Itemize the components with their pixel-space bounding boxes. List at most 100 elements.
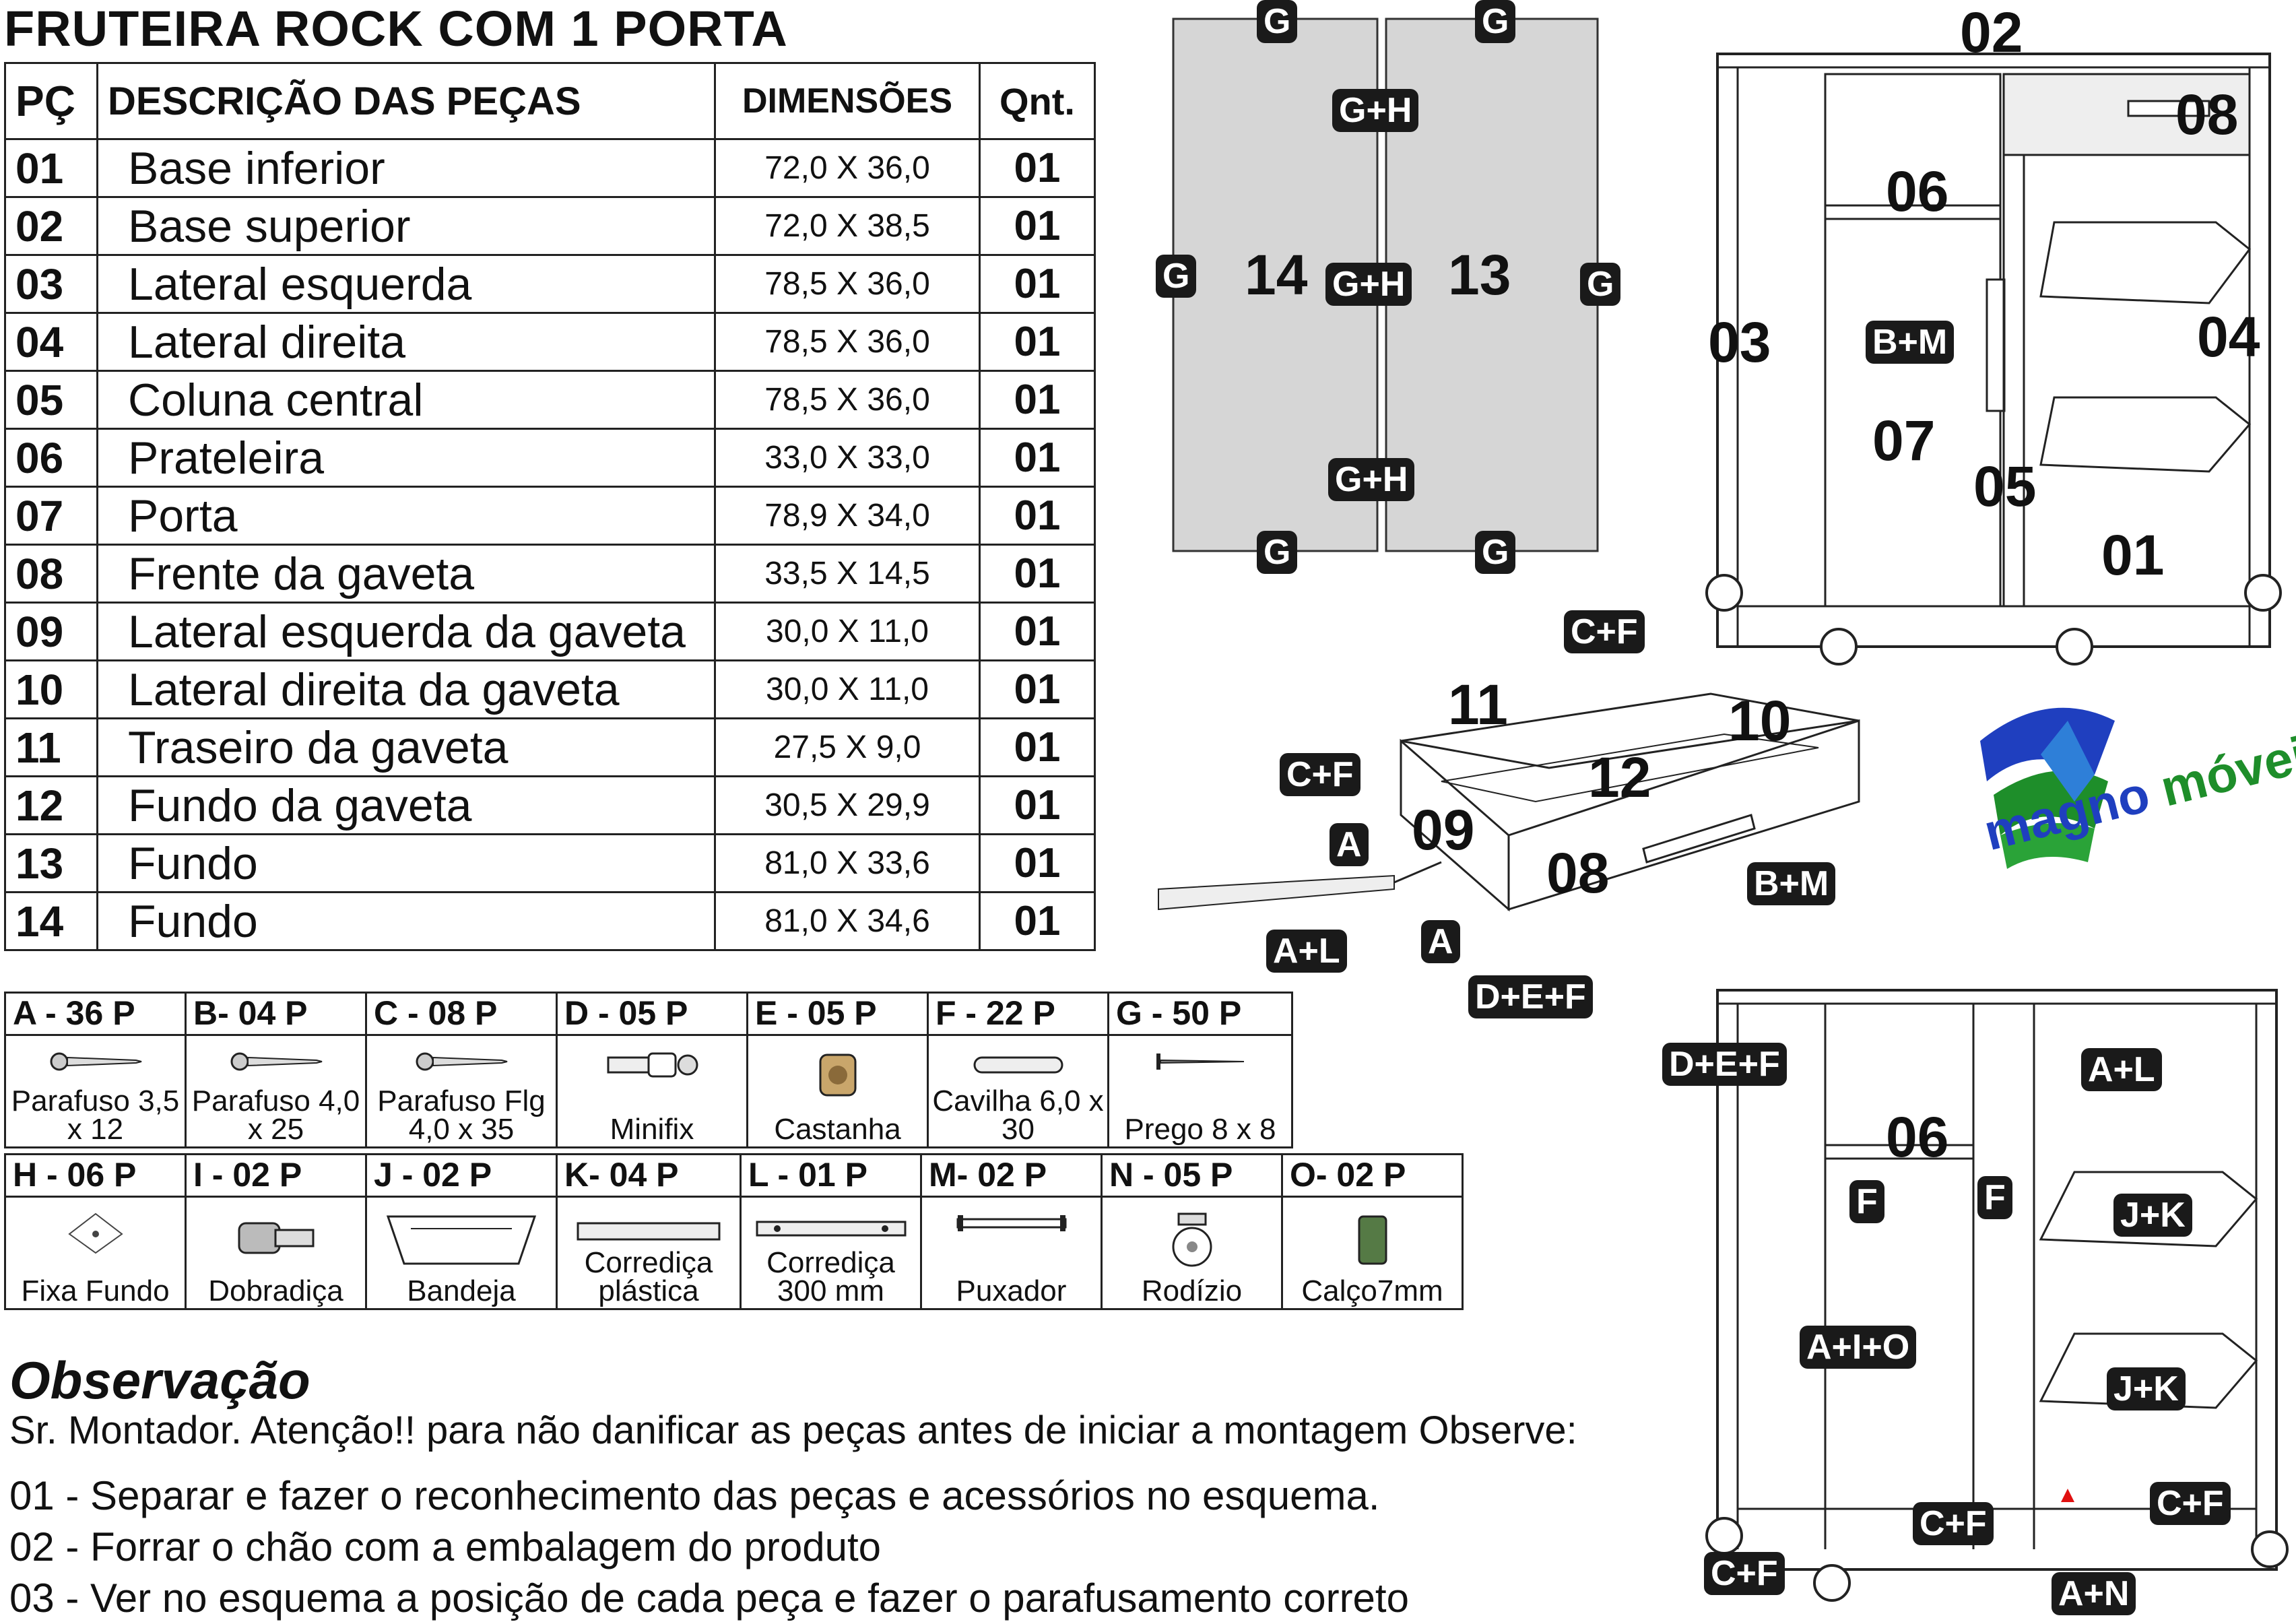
- piece-dimensions: 72,0 X 36,0: [714, 138, 981, 198]
- hardware-code: B- 04 P: [185, 992, 367, 1036]
- tag-f: F: [1849, 1180, 1884, 1223]
- part-number-06: 06: [1886, 160, 1949, 223]
- hardware-cell: Cavilha 6,0 x 30: [927, 1034, 1109, 1148]
- screw-icon: [414, 1048, 509, 1078]
- hinge-icon: [232, 1210, 320, 1267]
- observation-line: 03 - Ver no esquema a posição de cada pe…: [9, 1576, 1409, 1621]
- hardware-code: J - 02 P: [365, 1153, 558, 1198]
- piece-number: 12: [4, 775, 98, 835]
- hardware-label: Rodízio: [1141, 1274, 1243, 1307]
- hardware-cell: Prego 8 x 8: [1107, 1034, 1293, 1148]
- header-quantity: Qnt.: [979, 62, 1096, 140]
- tray-icon: [384, 1210, 539, 1274]
- part-number-04: 04: [2197, 305, 2260, 368]
- piece-dimensions: 81,0 X 34,6: [714, 891, 981, 951]
- tag-g: G: [1257, 0, 1298, 43]
- piece-description: Fundo da gaveta: [96, 775, 716, 835]
- tag-g: G: [1475, 0, 1516, 43]
- tag-g: G: [1156, 255, 1197, 298]
- hardware-code: N - 05 P: [1101, 1153, 1283, 1198]
- cam-lock-icon: [811, 1048, 865, 1105]
- piece-number: 08: [4, 544, 98, 604]
- hardware-label: Puxador: [956, 1274, 1067, 1307]
- hardware-code: G - 50 P: [1107, 992, 1293, 1036]
- slide-rail-icon: [750, 1210, 912, 1254]
- tag-handle: B+M: [1866, 321, 1955, 364]
- logo-word-moveis: móveis: [2155, 719, 2296, 818]
- piece-description: Fundo: [96, 891, 716, 951]
- hardware-code: M- 02 P: [920, 1153, 1103, 1198]
- tag-def: D+E+F: [1662, 1043, 1787, 1086]
- minifix-icon: [601, 1048, 702, 1085]
- piece-description: Base superior: [96, 196, 716, 256]
- piece-quantity: 01: [979, 717, 1096, 777]
- piece-dimensions: 72,0 X 38,5: [714, 196, 981, 256]
- part-number-07: 07: [1872, 409, 1936, 472]
- piece-quantity: 01: [979, 544, 1096, 604]
- piece-quantity: 01: [979, 196, 1096, 256]
- piece-dimensions: 81,0 X 33,6: [714, 833, 981, 893]
- hardware-code: E - 05 P: [746, 992, 929, 1036]
- piece-quantity: 01: [979, 254, 1096, 314]
- back-fixer-icon: [65, 1210, 126, 1260]
- hardware-label: Dobradiça: [208, 1274, 343, 1307]
- tag-gh: G+H: [1328, 458, 1415, 501]
- hardware-label: Parafuso 4,0 x 25: [191, 1084, 360, 1146]
- hardware-label: Minifix: [610, 1113, 694, 1146]
- piece-number: 03: [4, 254, 98, 314]
- part-number-03: 03: [1708, 311, 1771, 374]
- hardware-code: L - 01 P: [740, 1153, 922, 1198]
- hardware-cell: Fixa Fundo: [4, 1196, 187, 1310]
- shim-icon: [1346, 1210, 1400, 1274]
- piece-description: Fundo: [96, 833, 716, 893]
- hardware-label: Fixa Fundo: [21, 1274, 170, 1307]
- hardware-cell: Dobradiça: [185, 1196, 367, 1310]
- part-number-01: 01: [2101, 523, 2165, 587]
- tag-an: A+N: [2052, 1572, 2136, 1615]
- piece-number: 14: [4, 891, 98, 951]
- nail-icon: [1150, 1048, 1251, 1078]
- hardware-cell: Minifix: [556, 1034, 748, 1148]
- part-number-02: 02: [1960, 1, 2023, 64]
- tag-al: A+L: [2081, 1048, 2162, 1091]
- hardware-label: Cavilha 6,0 x 30: [932, 1084, 1104, 1146]
- piece-dimensions: 30,0 X 11,0: [714, 659, 981, 719]
- part-number-05: 05: [1973, 455, 2037, 518]
- piece-dimensions: 33,5 X 14,5: [714, 544, 981, 604]
- hardware-cell: Corrediça plástica: [556, 1196, 742, 1310]
- tag-gh: G+H: [1325, 263, 1412, 306]
- piece-number: 07: [4, 486, 98, 546]
- hardware-code: O- 02 P: [1281, 1153, 1464, 1198]
- hardware-cell: Calço7mm: [1281, 1196, 1464, 1310]
- tag-a: A: [1330, 823, 1369, 866]
- observation-line: 01 - Separar e fazer o reconhecimento da…: [9, 1473, 1380, 1518]
- tag-jk: J+K: [2113, 1194, 2192, 1237]
- header-dimensions: DIMENSÕES: [714, 62, 981, 140]
- hardware-code: C - 08 P: [365, 992, 558, 1036]
- hardware-label: Parafuso 3,5 x 12: [11, 1084, 180, 1146]
- tag-f: F: [1977, 1176, 2012, 1219]
- hardware-cell: Puxador: [920, 1196, 1103, 1310]
- observation-line: Sr. Montador. Atenção!! para não danific…: [9, 1408, 1577, 1452]
- cabinet-interior-diagram: [1705, 989, 2289, 1602]
- hardware-cell: Parafuso 4,0 x 25: [185, 1034, 367, 1148]
- piece-quantity: 01: [979, 428, 1096, 488]
- tag-jk: J+K: [2107, 1367, 2186, 1410]
- piece-dimensions: 78,5 X 36,0: [714, 312, 981, 372]
- tag-g: G: [1580, 263, 1621, 306]
- piece-quantity: 01: [979, 833, 1096, 893]
- tag-aio: A+I+O: [1800, 1326, 1917, 1369]
- hardware-code: A - 36 P: [4, 992, 187, 1036]
- piece-quantity: 01: [979, 891, 1096, 951]
- observation-title: Observação: [9, 1351, 310, 1410]
- piece-description: Lateral esquerda: [96, 254, 716, 314]
- tag-cf: C+F: [1564, 610, 1645, 653]
- plastic-slide-icon: [571, 1210, 726, 1254]
